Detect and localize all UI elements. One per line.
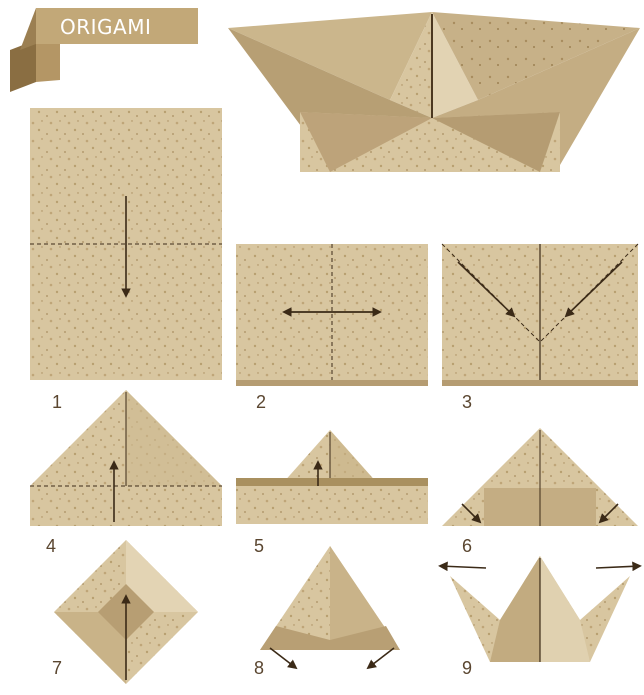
step-number-3: 3	[462, 392, 472, 412]
step-5	[236, 430, 428, 524]
step-6	[442, 428, 638, 526]
finished-boat	[228, 12, 640, 172]
step-number-1: 1	[52, 392, 62, 412]
step-number-7: 7	[52, 658, 62, 678]
step-9	[440, 556, 640, 662]
step-number-6: 6	[462, 536, 472, 556]
step-2	[236, 244, 428, 386]
step-number-4: 4	[46, 536, 56, 556]
step-8	[260, 546, 400, 668]
step-number-5: 5	[254, 536, 264, 556]
step-number-2: 2	[256, 392, 266, 412]
step-1	[30, 108, 222, 380]
step-number-8: 8	[254, 658, 264, 678]
step-number-9: 9	[462, 658, 472, 678]
step-7	[54, 540, 198, 684]
step-3	[442, 244, 638, 386]
title-text: ORIGAMI	[60, 15, 151, 39]
